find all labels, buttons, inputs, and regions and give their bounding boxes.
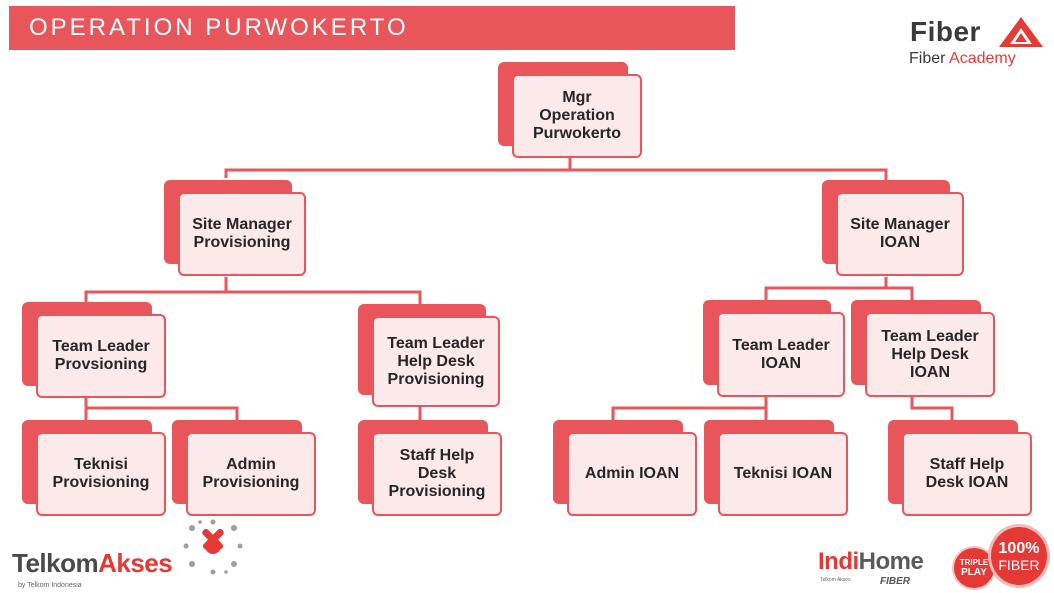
connector-level2-ioan bbox=[764, 286, 914, 300]
node-admin-ioan: Admin IOAN bbox=[553, 420, 697, 516]
node-admin-prov: Admin Provisioning bbox=[172, 420, 316, 516]
indihome-logo-word: IndiHome bbox=[818, 548, 924, 576]
node-tl-prov: Team Leader Provsioning bbox=[22, 302, 166, 398]
node-label: Teknisi IOAN bbox=[733, 465, 833, 482]
connector-tl-hd-ioan bbox=[910, 396, 954, 420]
node-label: Site Manager IOAN bbox=[850, 216, 950, 251]
node-label: Team Leader Help Desk Provisioning bbox=[387, 334, 485, 388]
fiber-100-word: FIBER bbox=[998, 556, 1040, 573]
node-label: Site Manager Provisioning bbox=[192, 216, 292, 251]
node-site-ioan: Site Manager IOAN bbox=[822, 180, 964, 276]
node-tl-ioan: Team Leader IOAN bbox=[703, 300, 845, 397]
node-label: Team Leader Help Desk IOAN bbox=[881, 327, 979, 381]
node-label: Mgr Operation Purwokerto bbox=[532, 89, 621, 142]
ta-word-accent: Akses bbox=[98, 548, 173, 578]
node-tl-hd-prov: Team Leader Help Desk Provisioning bbox=[358, 304, 500, 407]
node-label: Team Leader Provsioning bbox=[52, 338, 150, 373]
triple-play-line1: TRIPLE bbox=[959, 558, 989, 567]
indi-word-part: Indi bbox=[818, 548, 859, 575]
fiber-logo-word: Fiber bbox=[910, 16, 981, 47]
telkomakses-logo: TelkomAkses by Telkom Indonesia bbox=[12, 518, 243, 593]
node-label: Admin IOAN bbox=[584, 465, 680, 482]
home-word-part: Home bbox=[858, 548, 924, 575]
connector-level1 bbox=[224, 168, 888, 182]
fiber-sub-plain: Fiber bbox=[909, 50, 950, 67]
telkomakses-logo-word: TelkomAkses bbox=[12, 548, 173, 579]
fiber-sub-accent: Academy bbox=[949, 50, 1016, 67]
node-staff-hd-ioan: Staff Help Desk IOAN bbox=[888, 420, 1032, 516]
node-label: Admin Provisioning bbox=[202, 456, 300, 491]
ta-word-plain: Telkom bbox=[12, 548, 99, 578]
title-banner: OPERATION PURWOKERTO bbox=[9, 6, 735, 50]
node-site-prov: Site Manager Provisioning bbox=[164, 180, 306, 276]
fiber-100-badge: 100% FIBER bbox=[988, 524, 1050, 588]
node-teknisi-ioan: Teknisi IOAN bbox=[704, 420, 848, 516]
fiber-logo-subtitle: Fiber Academy bbox=[909, 50, 1016, 68]
node-teknisi-prov: Teknisi Provisioning bbox=[22, 420, 166, 516]
telkomakses-mark-icon bbox=[183, 519, 243, 575]
indihome-logo: IndiHome Telkom Akses FIBER bbox=[818, 548, 946, 592]
node-mgr: Mgr Operation Purwokerto bbox=[498, 62, 642, 158]
node-tl-hd-ioan: Team Leader Help Desk IOAN bbox=[851, 300, 995, 397]
node-label: Teknisi Provisioning bbox=[52, 456, 150, 491]
fiber-triangle-icon bbox=[999, 17, 1043, 47]
fiber-100-percent: 100% bbox=[998, 539, 1040, 557]
indihome-small-byline: Telkom Akses bbox=[820, 577, 851, 583]
indihome-fiber-text: FIBER bbox=[880, 576, 910, 587]
node-label: Staff Help Desk IOAN bbox=[925, 456, 1009, 491]
page-title: OPERATION PURWOKERTO bbox=[29, 14, 409, 41]
node-staff-hd-prov: Staff Help Desk Provisioning bbox=[358, 420, 502, 516]
node-label: Team Leader IOAN bbox=[732, 336, 830, 372]
connector-level3-ioan bbox=[611, 406, 768, 420]
connector-level3-prov bbox=[84, 406, 239, 420]
triple-play-badge: TRIPLE PLAY bbox=[952, 546, 996, 590]
fiber-academy-logo: Fiber Fiber Academy bbox=[906, 14, 1048, 70]
node-label: Staff Help Desk Provisioning bbox=[388, 447, 486, 500]
triple-play-line2: PLAY bbox=[961, 567, 987, 578]
telkomakses-byline: by Telkom Indonesia bbox=[18, 582, 82, 589]
